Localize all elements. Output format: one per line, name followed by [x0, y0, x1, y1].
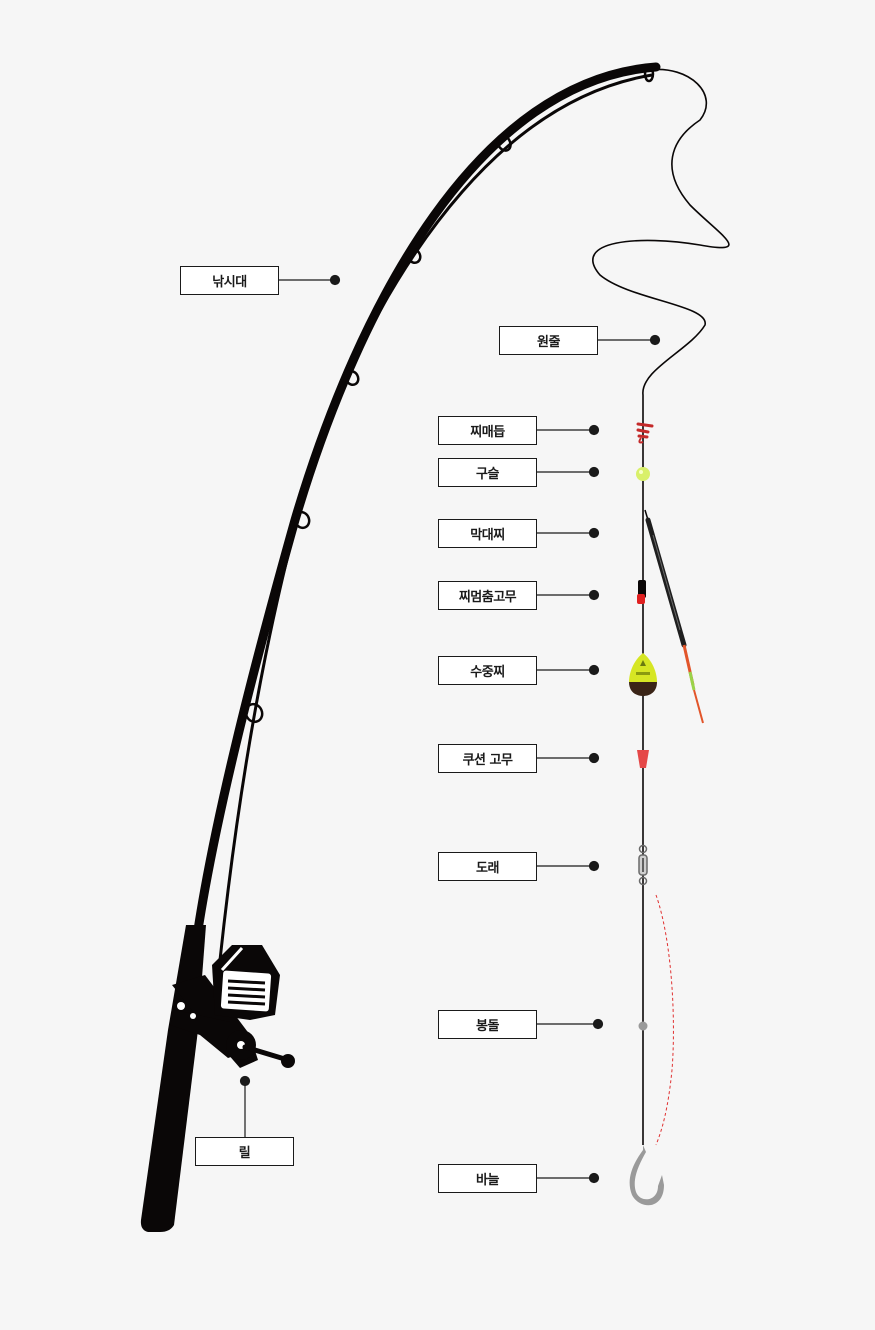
- float-knot-icon: [636, 422, 654, 444]
- label-cushion-rubber: 쿠션 고무: [438, 744, 537, 773]
- label-swivel: 도래: [438, 852, 537, 881]
- label-rod: 낚시대: [180, 266, 279, 295]
- stick-float-icon: [644, 509, 704, 724]
- label-float-stopper: 찌멈춤고무: [438, 581, 537, 610]
- spinning-reel-icon: [170, 945, 295, 1068]
- fishing-rod-icon: [140, 62, 661, 1232]
- label-float-knot: 찌매듭: [438, 416, 537, 445]
- hook-icon: [629, 1145, 664, 1206]
- underwater-float-icon: [629, 653, 657, 696]
- float-stopper-icon: [637, 580, 646, 604]
- label-sinker: 봉돌: [438, 1010, 537, 1039]
- leader-line: [655, 894, 674, 1146]
- sinker-icon: [638, 1021, 648, 1031]
- label-hook: 바늘: [438, 1164, 537, 1193]
- label-underwater-float: 수중찌: [438, 656, 537, 685]
- label-main-line: 원줄: [499, 326, 598, 355]
- rod-guides: [244, 65, 655, 724]
- callout-connectors: [239, 274, 661, 1184]
- main-line: [592, 68, 730, 1145]
- label-bead: 구슬: [438, 458, 537, 487]
- swivel-icon: [638, 844, 648, 886]
- label-stick-float: 막대찌: [438, 519, 537, 548]
- label-reel: 릴: [195, 1137, 294, 1166]
- bead-icon: [636, 467, 650, 481]
- cushion-rubber-icon: [637, 750, 649, 768]
